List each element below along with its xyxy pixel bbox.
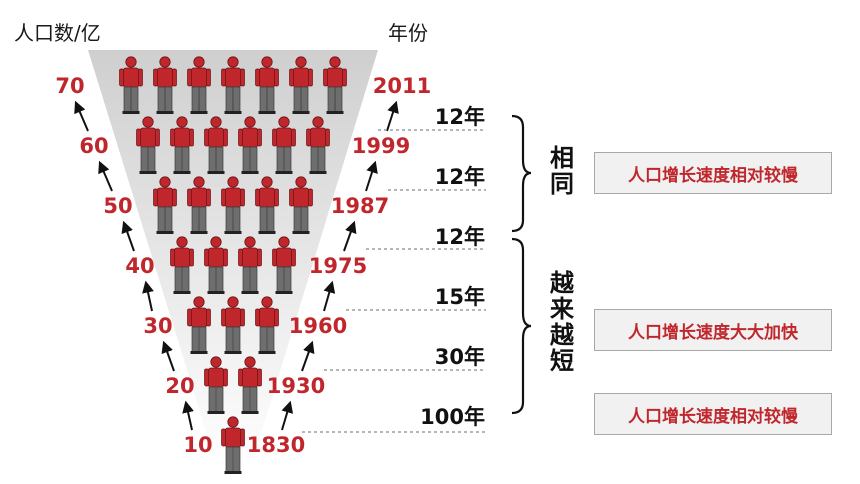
year-value: 1960 — [289, 314, 347, 338]
group-label-shorter-char: 来 — [550, 295, 575, 323]
interval-dash-lines — [302, 129, 486, 433]
population-arrow — [182, 400, 194, 431]
population-arrow — [98, 160, 113, 192]
funnel-background — [88, 50, 378, 470]
year-arrow — [386, 100, 399, 132]
group-label-shorter-char: 短 — [550, 347, 574, 375]
population-value: 70 — [55, 74, 84, 98]
population-value: 10 — [183, 433, 212, 457]
population-value: 30 — [143, 314, 172, 338]
population-arrow — [121, 220, 135, 252]
group-label-same-char: 同 — [550, 170, 574, 198]
note-box-3: 人口增长速度相对较慢 — [594, 393, 832, 435]
year-arrow — [281, 400, 294, 431]
population-value: 60 — [79, 134, 108, 158]
group-label-same-char: 相 — [550, 144, 574, 172]
year-value: 1830 — [247, 433, 305, 457]
year-axis-label: 年份 — [388, 21, 428, 45]
population-arrows — [74, 100, 194, 431]
brace-same — [511, 114, 532, 233]
year-labels: 2011 1999 1987 1975 1960 1930 1830 — [247, 74, 431, 457]
year-value: 1975 — [309, 254, 367, 278]
brace-shorter — [511, 237, 532, 415]
population-arrow — [161, 340, 175, 372]
interval-labels: 12年 12年 12年 15年 30年 100年 — [420, 105, 485, 429]
interval-label: 12年 — [435, 105, 485, 129]
interval-label: 30年 — [435, 345, 485, 369]
year-value: 1999 — [352, 134, 410, 158]
year-arrow — [301, 340, 315, 372]
year-arrow — [343, 220, 357, 252]
year-arrow — [365, 160, 378, 192]
population-labels: 70 60 50 40 30 20 10 — [55, 74, 212, 457]
group-label-shorter-char: 越 — [550, 321, 575, 349]
year-arrow — [323, 280, 336, 312]
population-arrow — [142, 280, 154, 312]
population-arrow — [74, 100, 89, 132]
population-value: 50 — [103, 194, 132, 218]
year-value: 1930 — [267, 374, 325, 398]
year-arrows — [281, 100, 399, 431]
note-box-1: 人口增长速度相对较慢 — [594, 152, 832, 194]
group-label-shorter-char: 越 — [550, 269, 575, 297]
note-box-2: 人口增长速度大大加快 — [594, 309, 832, 351]
interval-label: 12年 — [435, 165, 485, 189]
year-value: 2011 — [373, 74, 431, 98]
population-value: 20 — [165, 374, 194, 398]
interval-label: 100年 — [420, 405, 485, 429]
year-value: 1987 — [331, 194, 389, 218]
population-axis-label: 人口数/亿 — [14, 21, 101, 45]
population-value: 40 — [125, 254, 154, 278]
interval-label: 15年 — [435, 285, 485, 309]
interval-label: 12年 — [435, 225, 485, 249]
